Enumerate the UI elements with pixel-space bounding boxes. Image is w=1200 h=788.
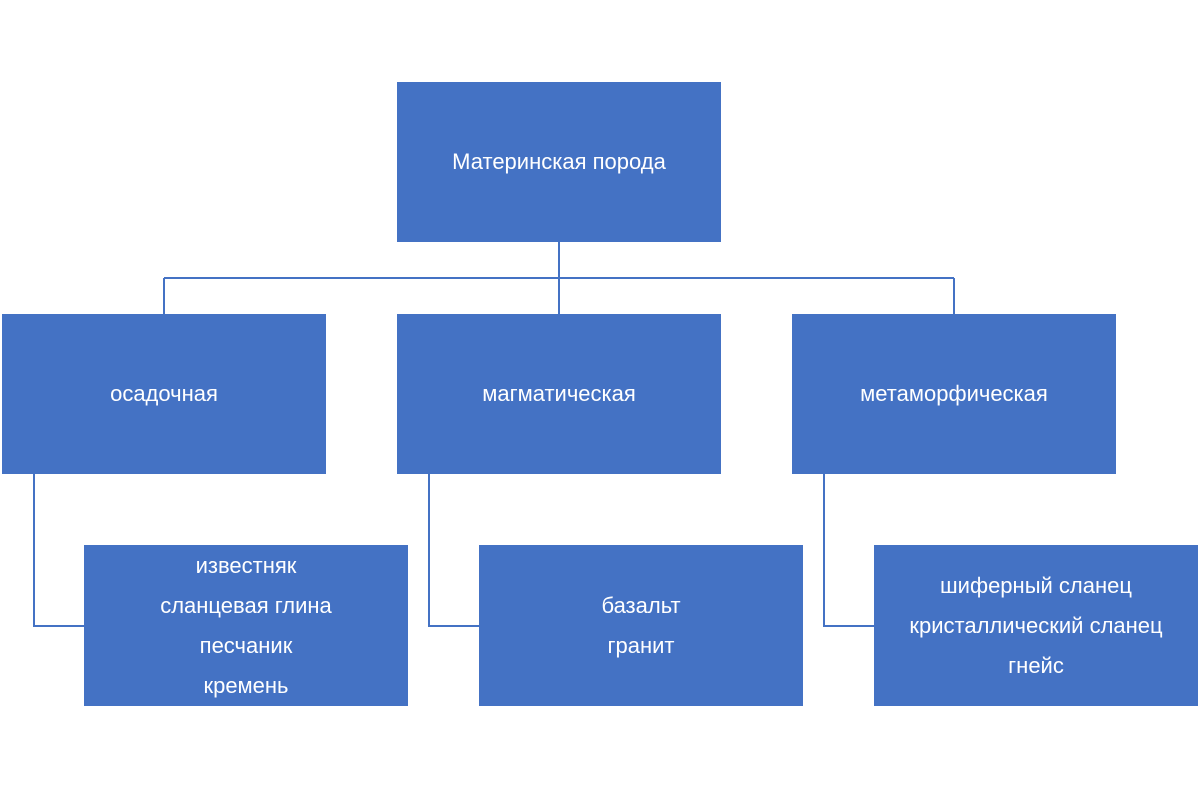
example-item: песчаник — [199, 632, 293, 658]
category-node-metamorficheskaya: метаморфическая — [792, 314, 1116, 474]
example-item: известняк — [195, 552, 297, 578]
examples-node-magmaticheskaya: базальт гранит — [479, 545, 803, 706]
example-item: гнейс — [1008, 652, 1064, 678]
root-node: Материнская порода — [397, 82, 721, 242]
example-item: гранит — [607, 632, 675, 658]
category-node-magmaticheskaya: магматическая — [397, 314, 721, 474]
category-label: осадочная — [110, 381, 218, 406]
category-label: магматическая — [482, 381, 636, 406]
example-item: кремень — [203, 672, 289, 698]
root-label: Материнская порода — [452, 149, 666, 174]
elbow-line-metamorficheskaya — [823, 474, 874, 627]
examples-node-metamorficheskaya: шиферный сланец кристаллический сланец г… — [874, 545, 1198, 706]
example-item: сланцевая глина — [160, 592, 332, 618]
examples-node-osadochnaya: известняк сланцевая глина песчаник креме… — [84, 545, 408, 706]
example-item: кристаллический сланец — [909, 612, 1163, 638]
example-item: шиферный сланец — [940, 572, 1132, 598]
category-label: метаморфическая — [860, 381, 1048, 406]
elbow-line-magmaticheskaya — [428, 474, 479, 627]
category-node-osadochnaya: осадочная — [2, 314, 326, 474]
elbow-line-osadochnaya — [33, 474, 84, 627]
example-item: базальт — [601, 592, 681, 618]
